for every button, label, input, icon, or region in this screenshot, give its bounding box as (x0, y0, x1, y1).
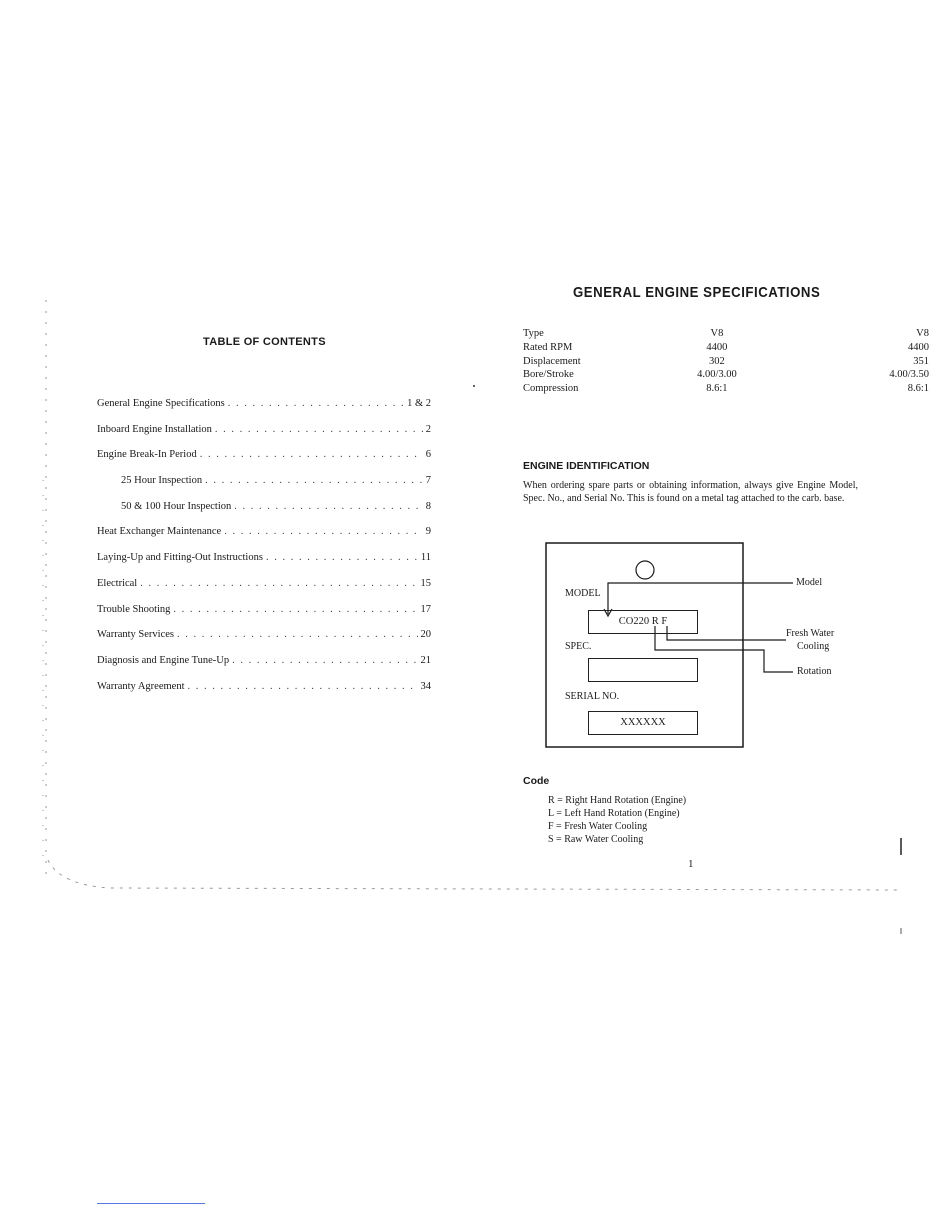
spec-label: Displacement (523, 355, 581, 367)
spec-value-302: 8.6:1 (706, 383, 728, 395)
tag-model-label: MODEL (565, 588, 601, 599)
toc-entry-label: Inboard Engine Installation (97, 423, 212, 435)
toc-entry-page: 11 (420, 552, 431, 564)
table-row: Displacement 302 351 (523, 355, 935, 369)
toc-dot-leader (234, 501, 423, 512)
toc-dot-leader (173, 604, 417, 615)
toc-list: General Engine Specifications 1 & 2 Inbo… (97, 398, 431, 706)
code-heading: Code (523, 775, 550, 787)
toc-entry: 50 & 100 Hour Inspection 8 (97, 501, 431, 527)
toc-entry-page: 8 (425, 500, 431, 512)
code-list: R = Right Hand Rotation (Engine) L = Lef… (548, 794, 686, 846)
toc-entry: Warranty Agreement 34 (97, 681, 431, 707)
tag-serial-label: SERIAL NO. (565, 691, 620, 702)
spec-value-351: 4.00/3.50 (889, 369, 929, 381)
toc-title: TABLE OF CONTENTS (203, 336, 326, 348)
specs-title: GENERAL ENGINE SPECIFICATIONS (573, 284, 821, 301)
tag-spec-label: SPEC. (565, 641, 592, 652)
identification-heading: ENGINE IDENTIFICATION (523, 460, 650, 472)
list-item: L = Left Hand Rotation (Engine) (548, 808, 680, 819)
toc-entry-page: 15 (420, 577, 432, 589)
toc-entry-label: Laying-Up and Fitting-Out Instructions (97, 552, 263, 564)
spec-value-302: 4.00/3.00 (697, 369, 737, 381)
spec-value-351: 8.6:1 (907, 383, 929, 395)
toc-entry-label: 25 Hour Inspection (121, 475, 203, 487)
toc-entry-label: Electrical (97, 577, 138, 589)
toc-dot-leader (200, 449, 423, 460)
toc-entry: Electrical 15 (97, 578, 431, 604)
bottom-link-underline[interactable] (97, 1203, 205, 1204)
toc-entry-label: Trouble Shooting (97, 603, 171, 615)
callout-rotation: Rotation (797, 666, 832, 677)
tag-spec-box (588, 658, 698, 682)
toc-dot-leader (266, 552, 418, 563)
toc-entry: Inboard Engine Installation 2 (97, 424, 431, 450)
toc-dot-leader (232, 655, 417, 666)
identification-text: When ordering spare parts or obtaining i… (523, 480, 858, 504)
toc-entry: Laying-Up and Fitting-Out Instructions 1… (97, 552, 431, 578)
toc-entry: Diagnosis and Engine Tune-Up 21 (97, 655, 431, 681)
page-number: 1 (688, 858, 694, 870)
toc-entry-page: 9 (425, 526, 431, 538)
toc-entry-page: 20 (420, 629, 432, 641)
toc-entry-page: 34 (420, 680, 432, 692)
toc-entry-page: 2 (425, 423, 431, 435)
toc-entry-page: 7 (425, 475, 431, 487)
toc-entry: 25 Hour Inspection 7 (97, 475, 431, 501)
table-row: Bore/Stroke 4.00/3.00 4.00/3.50 (523, 368, 935, 382)
tag-diagram-lines (545, 542, 793, 748)
callout-fresh-water: Fresh Water (786, 628, 835, 639)
spec-value-302: 4400 (706, 341, 728, 353)
spec-value-302: 302 (709, 355, 725, 367)
list-item: F = Fresh Water Cooling (548, 821, 648, 832)
toc-entry-label: Warranty Agreement (97, 680, 185, 692)
list-item: S = Raw Water Cooling (548, 834, 644, 845)
engine-tag-diagram: MODEL CO220 R F SPEC. SERIAL NO. XXXXXX … (540, 540, 870, 755)
spec-label: Bore/Stroke (523, 369, 574, 381)
toc-entry-page: 21 (420, 654, 432, 666)
toc-dot-leader (228, 398, 404, 409)
tag-model-box: CO220 R F (588, 610, 698, 634)
toc-entry-label: Heat Exchanger Maintenance (97, 526, 222, 538)
toc-entry-page: 17 (420, 603, 432, 615)
toc-dot-leader (177, 629, 418, 640)
toc-dot-leader (215, 424, 423, 435)
toc-entry-page: 1 & 2 (407, 398, 431, 409)
toc-entry: Engine Break-In Period 6 (97, 449, 431, 475)
table-row: Compression 8.6:1 8.6:1 (523, 382, 935, 396)
toc-entry-label: 50 & 100 Hour Inspection (121, 500, 232, 512)
toc-dot-leader (224, 526, 423, 537)
toc-entry-page: 6 (425, 449, 431, 461)
toc-dot-leader (140, 578, 417, 589)
spec-value-351: 4400 (908, 341, 929, 353)
specs-table: Type V8 V8 Rated RPM 4400 4400 Displacem… (523, 327, 935, 396)
callout-model: Model (796, 577, 823, 588)
spec-value-351: V8 (916, 328, 929, 339)
callout-cooling: Cooling (797, 641, 830, 652)
spec-label: Rated RPM (523, 341, 573, 353)
spec-label: Type (523, 328, 544, 339)
spec-value-351: 351 (913, 355, 929, 367)
table-row: Type V8 V8 (523, 327, 935, 341)
toc-dot-leader (205, 475, 423, 486)
spec-value-302: V8 (710, 328, 724, 339)
toc-entry-label: General Engine Specifications (97, 398, 225, 409)
tag-serial-box: XXXXXX (588, 711, 698, 735)
toc-entry-label: Engine Break-In Period (97, 449, 197, 461)
toc-entry: Heat Exchanger Maintenance 9 (97, 526, 431, 552)
spec-label: Compression (523, 383, 579, 395)
toc-entry: Trouble Shooting 17 (97, 604, 431, 630)
toc-entry-label: Warranty Services (97, 629, 174, 641)
toc-dot-leader (188, 681, 418, 692)
table-row: Rated RPM 4400 4400 (523, 341, 935, 355)
toc-entry-label: Diagnosis and Engine Tune-Up (97, 654, 230, 666)
toc-entry: Warranty Services 20 (97, 629, 431, 655)
list-item: R = Right Hand Rotation (Engine) (548, 795, 687, 806)
toc-entry: General Engine Specifications 1 & 2 (97, 398, 431, 424)
